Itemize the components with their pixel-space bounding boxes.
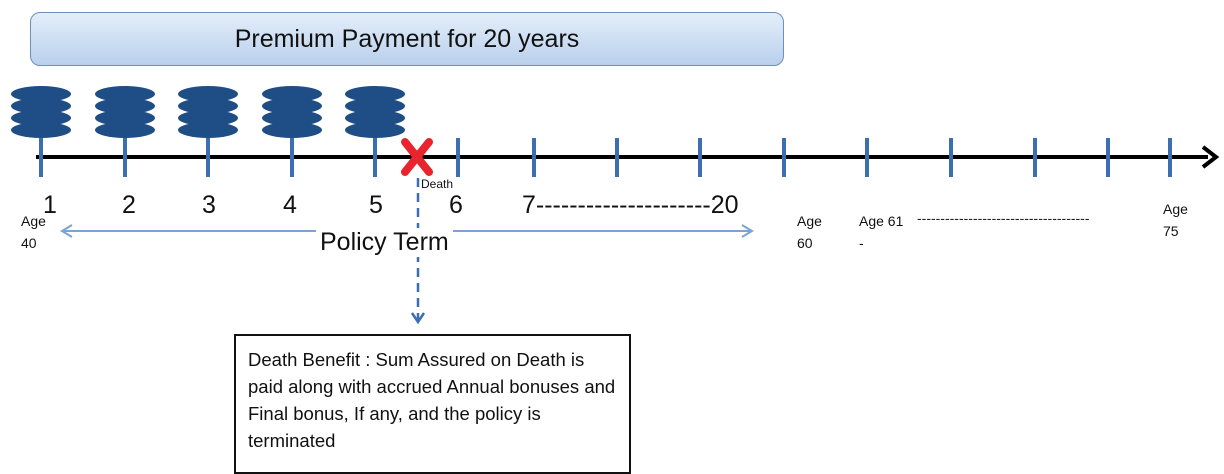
coin-stack-icon: [11, 86, 71, 138]
death-label: Death: [421, 177, 454, 191]
age-61-extra: -: [859, 235, 864, 251]
age-75-label: Age 75: [1163, 201, 1188, 239]
age-61-dashes: -------------------------------------: [917, 210, 1090, 226]
coin-stack-icon: [178, 86, 238, 138]
coin-stack-icon: [95, 86, 155, 138]
year-label: 6: [449, 191, 463, 219]
age-61-label: Age 61: [859, 213, 904, 229]
coin-stack-icon: [345, 86, 405, 138]
year-label: 4: [283, 191, 297, 219]
timeline-arrowhead-icon: [1201, 145, 1220, 169]
age-60-label: Age 60: [797, 213, 822, 251]
year-label: 5: [369, 191, 383, 219]
policy-timeline-diagram: Premium Payment for 20 years: [11, 12, 1220, 474]
death-drop-arrow: [410, 178, 426, 325]
timeline-ticks: [39, 138, 1172, 177]
premium-payment-banner: Premium Payment for 20 years: [30, 12, 784, 66]
year-range-label: 7---------------------20: [522, 191, 739, 219]
death-marker-icon: [401, 138, 433, 176]
year-label: 1: [43, 191, 57, 219]
policy-term-label: Policy Term: [316, 228, 453, 257]
year-label: 2: [122, 191, 136, 219]
timeline-graphics: [11, 86, 1220, 325]
coin-stack-icon: [262, 86, 322, 138]
death-benefit-box: Death Benefit : Sum Assured on Death is …: [234, 334, 631, 474]
age-40-label: Age 40: [21, 213, 46, 251]
year-label: 3: [202, 191, 216, 219]
